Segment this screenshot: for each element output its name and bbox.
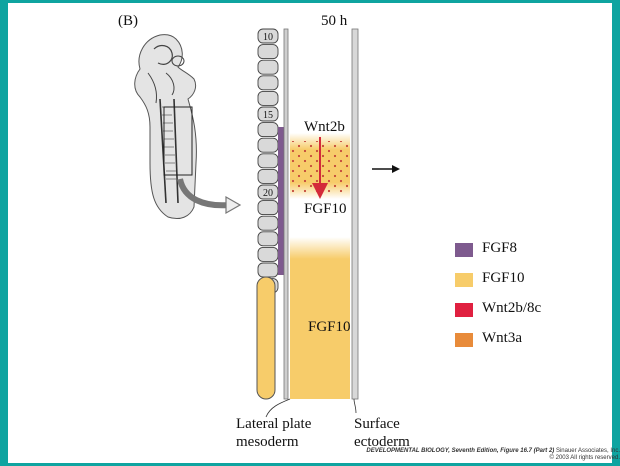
fgf10-induced-label: FGF10 [304,201,347,218]
somite [258,60,278,74]
legend-swatch [455,273,473,287]
somite [258,263,278,277]
somite-stack: 10 15 20 [258,29,278,293]
somite [258,45,278,59]
time-label: 50 h [321,13,347,30]
legend-swatch [455,333,473,347]
somite [258,138,278,152]
somite-number-label: 10 [263,32,273,43]
legend-label: FGF10 [482,270,525,287]
surface-ectoderm-line1: Surface [354,415,434,433]
embryo-illustration [135,35,240,219]
legend-swatch [455,243,473,257]
fgf10-region-label: FGF10 [308,319,351,336]
somite-number-label: 20 [263,188,273,199]
somite [258,76,278,90]
credit-line2: © 2003 All rights reserved. [308,455,620,462]
figure-panel: 10 15 20 (B) 50 h Wnt2b FGF10 FGF10 Latera… [8,3,612,463]
lpm-inner-wall [284,29,288,399]
legend-label: Wnt3a [482,330,522,347]
lower-mesoderm-block [257,277,275,399]
somite [258,247,278,261]
lateral-plate-label: Lateral plate mesoderm [236,415,336,451]
credit-line1: DEVELOPMENTAL BIOLOGY, Seventh Edition, … [308,448,620,455]
somite [258,123,278,137]
somite-column [243,27,259,279]
somite [258,154,278,168]
fgf10-lower-fade [290,237,350,259]
somite [258,169,278,183]
legend-swatch [455,303,473,317]
surface-ectoderm [352,29,358,399]
somite [258,201,278,215]
somite [258,91,278,105]
somite-number-label: 15 [263,110,273,121]
panel-label: (B) [118,13,138,30]
diagram-canvas: 10 15 20 [8,3,612,463]
legend-label: FGF8 [482,240,517,257]
fgf8-stripe [278,127,284,275]
somite [258,232,278,246]
wnt2b-label: Wnt2b [304,119,345,136]
se-leader [354,399,356,413]
legend-label: Wnt2b/8c [482,300,541,317]
surface-ectoderm-label: Surface ectoderm [354,415,434,451]
lateral-plate-line1: Lateral plate [236,415,336,433]
somite [258,216,278,230]
figure-credit: DEVELOPMENTAL BIOLOGY, Seventh Edition, … [308,448,620,462]
